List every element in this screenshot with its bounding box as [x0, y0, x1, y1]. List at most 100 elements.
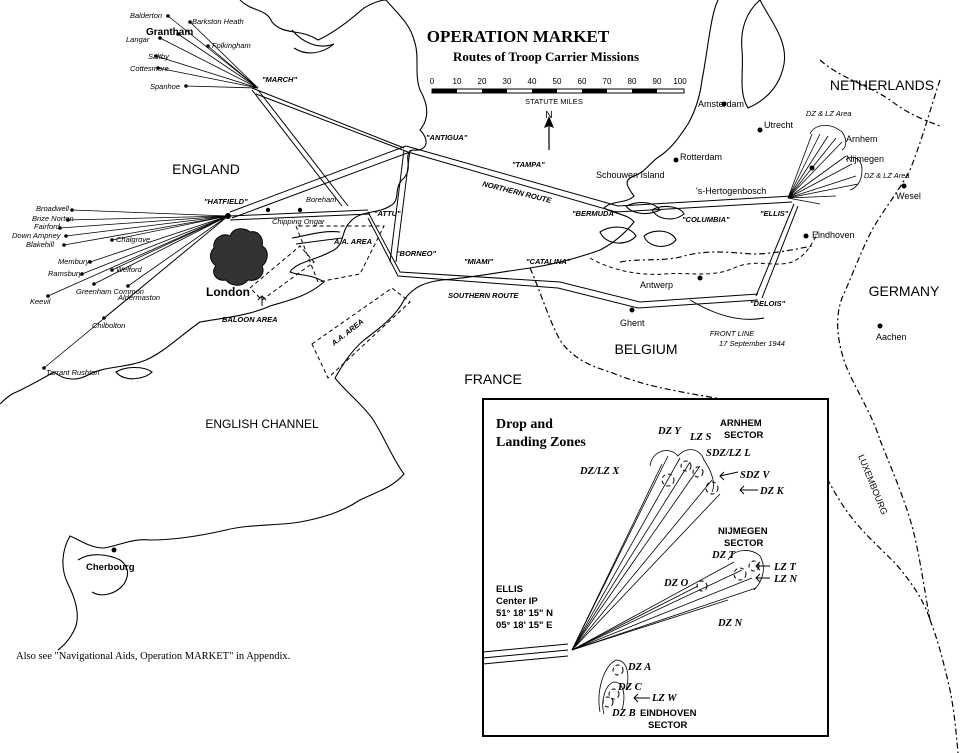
airfield-down-ampney: Down Ampney	[12, 231, 62, 240]
main-routes	[229, 87, 799, 309]
city-utrecht: Utrecht	[764, 120, 794, 130]
scale-tick-30: 30	[503, 77, 512, 86]
england-coast	[0, 0, 428, 405]
zone-dz-b: DZ B	[611, 708, 636, 719]
airfield-aldermaston: Aldermaston	[117, 293, 160, 302]
zone-sdz-lz-l: SDZ/LZ L	[706, 448, 751, 459]
country-england: ENGLAND	[172, 161, 240, 177]
city-antwerp: Antwerp	[640, 280, 673, 290]
arnhem-sector-line1: ARNHEM	[720, 418, 762, 429]
city-rotterdam: Rotterdam	[680, 152, 722, 162]
balloon-area-arrow	[257, 295, 267, 306]
zone-dz-n: DZ N	[717, 618, 743, 629]
aa-area-1-outline	[295, 225, 385, 283]
nijmegen-sector-line2: SECTOR	[724, 538, 764, 549]
checkpoint-antigua: "ANTIGUA"	[426, 133, 468, 142]
airfield-tarrant-rushton: Tarrant Rushton	[46, 368, 100, 377]
airfield-folkingham: Folkingham	[212, 41, 251, 50]
city-boreham: Boreham	[306, 195, 336, 204]
country-france: FRANCE	[464, 371, 522, 387]
inset-title-line1: Drop and	[496, 417, 553, 432]
zone-dz-a: DZ A	[627, 662, 651, 673]
scale-ticks: 0 10 20 30 40 50 60 70 80 90 100	[430, 77, 687, 86]
city-amsterdam: Amsterdam	[698, 99, 744, 109]
airfield-spanhoe: Spanhoe	[150, 82, 180, 91]
checkpoint-borneo: "BORNEO"	[396, 249, 436, 258]
checkpoint-labels: "MARCH" "ANTIGUA" "HATFIELD" "ATTU" "TAM…	[204, 75, 789, 308]
southern-route-label: SOUTHERN ROUTE	[448, 291, 519, 300]
nijmegen-dz-loops	[845, 156, 863, 191]
front-line	[589, 231, 819, 275]
nijmegen-sector-line1: NIJMEGEN	[718, 526, 768, 537]
arnhem-dz-loops	[809, 125, 847, 151]
luxembourg-border	[809, 439, 931, 621]
eindhoven-sector-line2: SECTOR	[648, 720, 688, 731]
dz-lz-area-1-label: DZ & LZ Area	[806, 109, 852, 118]
north-airfield-fan	[155, 15, 259, 89]
airfield-blakehill: Blakehill	[26, 240, 54, 249]
city-arnhem: Arnhem	[846, 134, 878, 144]
scale-tick-70: 70	[603, 77, 612, 86]
front-line-label: FRONT LINE	[710, 329, 756, 338]
airfield-brize-norton: Brize Norton	[32, 214, 74, 223]
city-cherbourg: Cherbourg	[86, 562, 135, 573]
checkpoint-attu: "ATTU"	[374, 209, 401, 218]
airfield-grantham: Grantham	[146, 27, 193, 38]
zone-lz-n: LZ N	[773, 574, 797, 585]
scale-tick-20: 20	[478, 77, 487, 86]
airfield-fairford: Fairford	[34, 222, 61, 231]
checkpoint-miami: "MIAMI"	[464, 257, 494, 266]
location-dots	[42, 14, 907, 553]
airfield-broadwell: Broadwell	[36, 204, 69, 213]
zone-dz-y: DZ Y	[657, 426, 682, 437]
ellis-name: ELLIS	[496, 584, 523, 595]
france-coast	[57, 377, 405, 651]
airfield-chilbolton: Chilbolton	[92, 321, 125, 330]
checkpoint-delois: "DELOIS"	[750, 299, 785, 308]
airfield-ramsbury: Ramsbury	[48, 269, 83, 278]
zone-sdz-v: SDZ V	[740, 470, 770, 481]
scale-tick-10: 10	[453, 77, 462, 86]
city-labels: London Chipping Ongar Boreham Amsterdam …	[86, 99, 921, 573]
zone-dz-c: DZ C	[617, 682, 643, 693]
airfield-labels: Balderton Barkston Heath Grantham Langar…	[12, 11, 251, 377]
scale-tick-80: 80	[628, 77, 637, 86]
airfield-balderton: Balderton	[130, 11, 162, 20]
airfield-chalgrove: Chalgrove	[116, 235, 150, 244]
zone-lz-s: LZ S	[689, 432, 711, 443]
zone-dz-t: DZ T	[711, 550, 736, 561]
english-channel-label: ENGLISH CHANNEL	[205, 417, 319, 431]
inset-drop-landing-zones: Drop and Landing Zones	[482, 398, 829, 737]
zone-dz-k: DZ K	[759, 486, 785, 497]
country-germany: GERMANY	[869, 283, 940, 299]
london-area	[210, 228, 268, 286]
city-london: London	[206, 285, 250, 299]
scale-tick-40: 40	[528, 77, 537, 86]
airfield-greenham-common: Greenham Common	[76, 287, 144, 296]
ellis-center-ip: Center IP	[496, 596, 538, 607]
scale-bar	[431, 88, 685, 94]
north-arrow	[544, 116, 554, 150]
airfield-langar: Langar	[126, 35, 150, 44]
cherbourg-coast	[77, 554, 129, 596]
country-luxembourg: LUXEMBOURG	[856, 453, 889, 516]
airfield-saltby: Saltby	[148, 52, 170, 61]
zone-dz-lz-x: DZ/LZ X	[579, 466, 620, 477]
city-nijmegen: Nijmegen	[846, 154, 884, 164]
scale-tick-100: 100	[673, 77, 687, 86]
checkpoint-march: "MARCH"	[262, 75, 297, 84]
front-line-leader	[689, 299, 765, 320]
ellis-fan	[787, 133, 859, 205]
checkpoint-bermuda: "BERMUDA"	[572, 209, 618, 218]
inset-fan	[571, 455, 757, 651]
city-ghent: Ghent	[620, 318, 645, 328]
balloon-area-outline	[249, 245, 315, 301]
city-wesel: Wesel	[896, 191, 921, 201]
zeeland-islands	[599, 201, 685, 247]
airfield-barkston-heath: Barkston Heath	[192, 17, 244, 26]
ijsselmeer	[741, 0, 786, 109]
zone-lz-t: LZ T	[773, 562, 796, 573]
belgium-netherlands-border	[619, 245, 813, 263]
wash	[291, 29, 335, 54]
